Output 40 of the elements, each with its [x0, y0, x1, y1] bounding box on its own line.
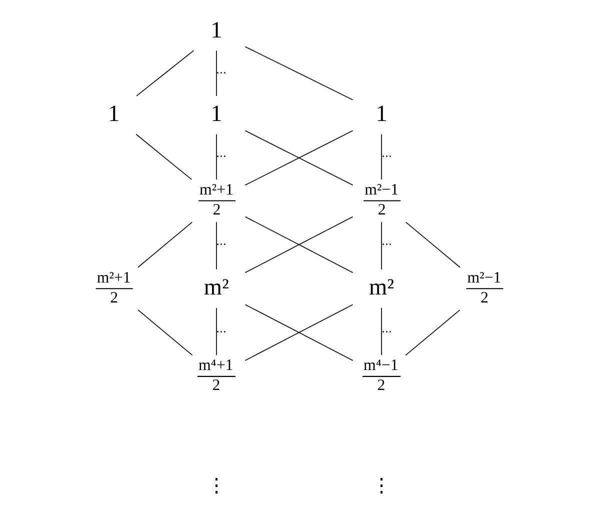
edge-label: ⋯ [216, 239, 227, 250]
connector [137, 310, 192, 356]
node-text: 1 [210, 17, 222, 44]
node-label: 2 [110, 289, 118, 306]
node-text: 1 [210, 100, 222, 127]
node-label: m²+1 [199, 181, 233, 198]
label: ⋮ [206, 476, 226, 498]
connector [244, 46, 353, 100]
connector [135, 134, 192, 180]
node-label: 2 [212, 202, 220, 219]
connector [380, 222, 382, 270]
node-label: m²−1 [466, 269, 501, 286]
node-label: 2 [377, 202, 386, 219]
edge-label: ⋯ [216, 68, 227, 79]
node-text: m² [203, 274, 228, 301]
node-label: 2 [376, 377, 385, 394]
label: ⋮ [372, 476, 391, 498]
edge-label: ⋯ [380, 239, 392, 250]
connector [380, 134, 382, 180]
connector [404, 310, 460, 356]
connector [244, 304, 353, 361]
node-label: 2 [212, 377, 220, 394]
connector [244, 216, 353, 274]
node-label: m²+1 [96, 269, 130, 286]
connector [380, 307, 382, 356]
edge-label: ⋯ [380, 327, 392, 338]
node-text: 1 [375, 100, 387, 127]
connector [244, 130, 353, 186]
node-label: 2 [480, 289, 488, 306]
connector [137, 222, 192, 268]
node-label: m⁴+1 [198, 357, 233, 374]
connector [404, 222, 460, 268]
edge-label: ⋯ [216, 327, 227, 338]
node-label: m²−1 [364, 181, 398, 198]
edge-label: ⋯ [380, 151, 392, 162]
node-text: 1 [107, 100, 120, 127]
node-text: m² [368, 274, 394, 301]
connector [136, 50, 194, 96]
node-label: m⁴−1 [363, 357, 398, 374]
edge-label: ⋯ [216, 151, 227, 162]
